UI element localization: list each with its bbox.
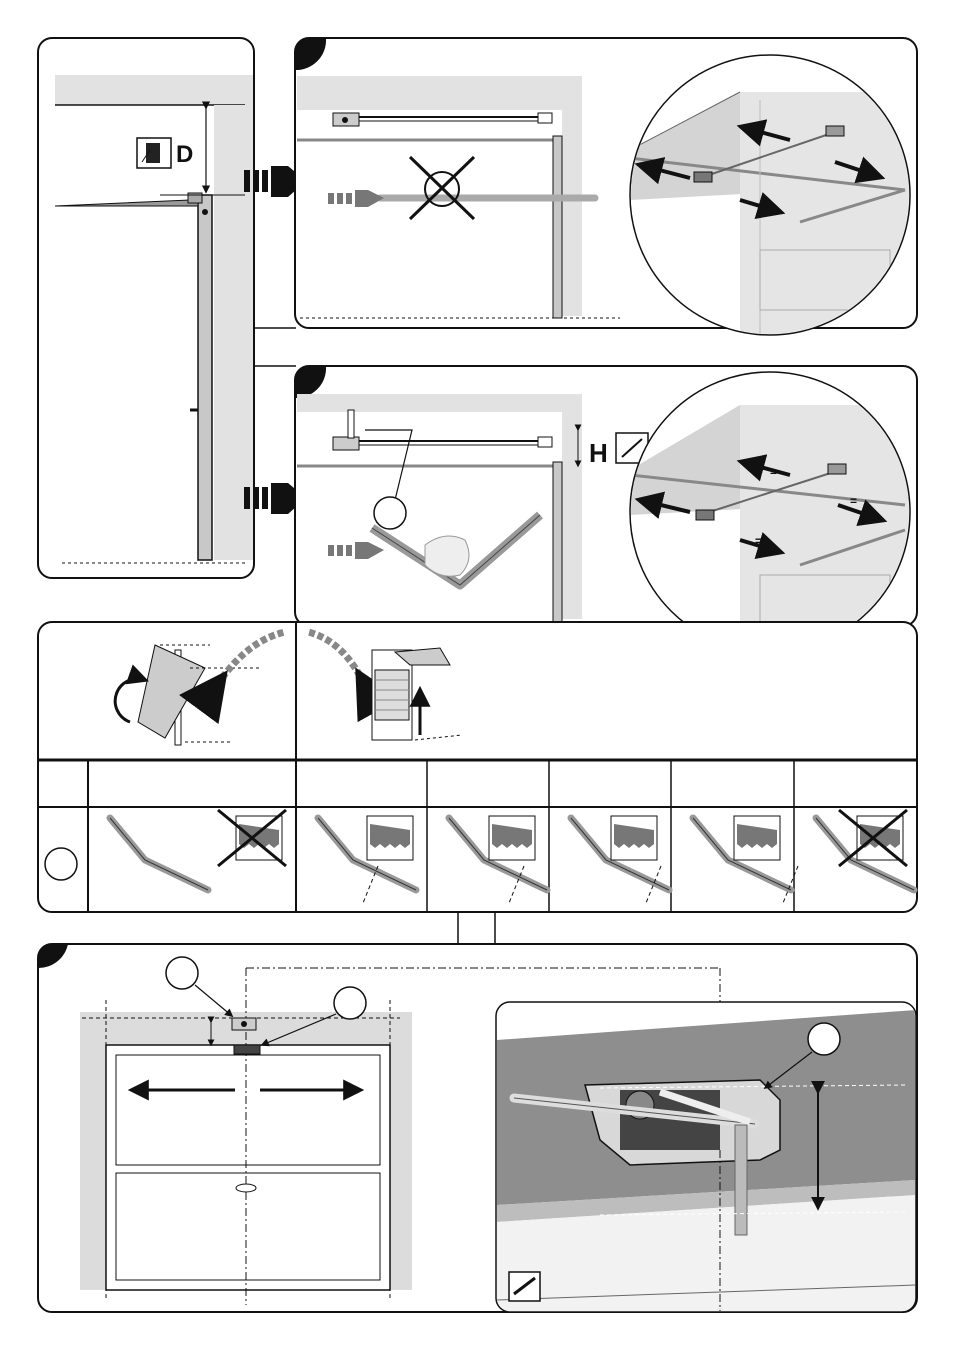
saw-blade-icon: [734, 816, 780, 860]
pencil-icon: [509, 1272, 540, 1301]
step-panel-1: [295, 38, 920, 352]
tape-measure-icon: [137, 138, 171, 168]
callout-circle: [808, 1023, 840, 1055]
measure-d-label: D: [176, 141, 193, 168]
equal-mark: =: [850, 494, 857, 508]
saw-blade-icon: [489, 816, 535, 860]
callout-circle: [374, 497, 406, 529]
callout-circle: [45, 848, 77, 880]
saw-blade-icon: [611, 816, 657, 860]
step-panel-3: [38, 944, 917, 1312]
saw-blade-icon: [236, 816, 282, 860]
equal-mark: =: [755, 534, 762, 548]
callout-circle: [166, 957, 198, 989]
equal-mark: =: [770, 465, 777, 479]
step-panel-2: H = = =: [295, 366, 920, 665]
saw-blade-icon: [367, 816, 413, 860]
measure-h-label: H: [589, 438, 608, 468]
callout-circle: [334, 987, 366, 1019]
saw-blade-icon: [857, 816, 903, 860]
